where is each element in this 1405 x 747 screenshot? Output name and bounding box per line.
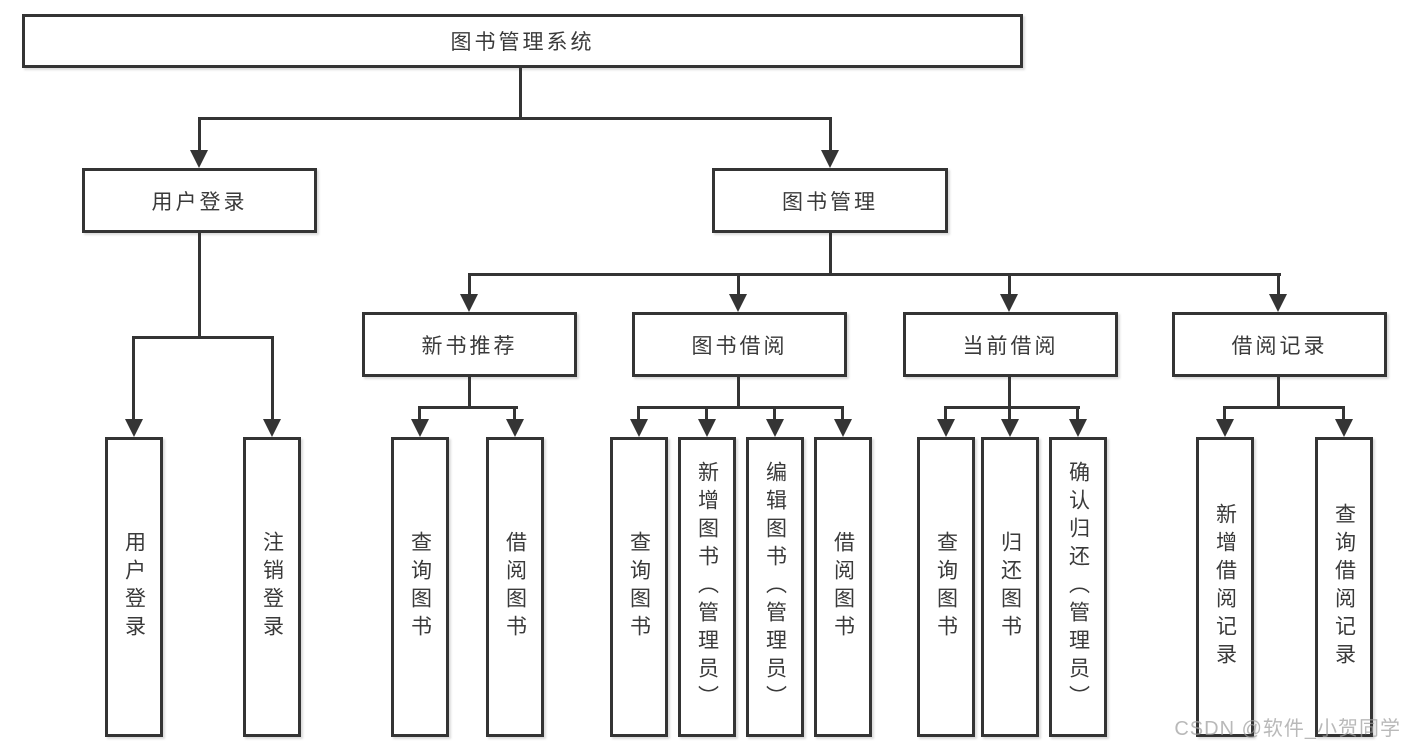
arrow-down-leaf xyxy=(698,419,716,437)
arrow-down-leaf xyxy=(1216,419,1234,437)
leaf-add-borrow-record: 新增借阅记录 xyxy=(1196,437,1254,737)
leaf-add-books-admin: 新增图书（管理员） xyxy=(678,437,736,737)
node-current-borrowing: 当前借阅 xyxy=(903,312,1118,377)
arrow-down-leaf xyxy=(630,419,648,437)
connector-user-login-rail xyxy=(132,336,274,339)
leaf-borrow-books: 借阅图书 xyxy=(814,437,872,737)
csdn-watermark: CSDN @软件_小贺同学 xyxy=(1174,718,1401,740)
arrow-down-leaf xyxy=(1069,419,1087,437)
connector-user-login-stub xyxy=(198,233,201,339)
leaf-user-login: 用户登录 xyxy=(105,437,163,737)
connector-drop-book-management xyxy=(829,117,832,153)
leaf-logout: 注销登录 xyxy=(243,437,301,737)
arrow-down-current-borrowing xyxy=(1000,294,1018,312)
arrow-down-leaf xyxy=(1335,419,1353,437)
leaf-confirm-return-admin: 确认归还（管理员） xyxy=(1049,437,1107,737)
connector-drop-leaf xyxy=(1223,406,1226,424)
connector-current-borrowing-stub xyxy=(1008,377,1011,409)
connector-drop-borrowing-records xyxy=(1277,273,1280,297)
leaf-query-books-recommend: 查询图书 xyxy=(391,437,449,737)
leaf-return-books: 归还图书 xyxy=(981,437,1039,737)
arrow-down-book-management xyxy=(821,150,839,168)
connector-level3-rail xyxy=(468,273,1281,276)
connector-recommend-rail xyxy=(418,406,518,409)
node-book-management: 图书管理 xyxy=(712,168,948,233)
arrow-down-leaf xyxy=(411,419,429,437)
node-user-login: 用户登录 xyxy=(82,168,317,233)
connector-drop-leaf xyxy=(705,406,708,424)
arrow-down-leaf xyxy=(1001,419,1019,437)
connector-root-stub xyxy=(519,68,522,120)
connector-book-borrowing-stub xyxy=(737,377,740,409)
node-borrowing-records: 借阅记录 xyxy=(1172,312,1387,377)
connector-drop-leaf xyxy=(418,406,421,424)
connector-root-rail xyxy=(198,117,832,120)
connector-drop-new-book-recommend xyxy=(468,273,471,297)
connector-drop-leaf xyxy=(637,406,640,424)
node-root-library-system: 图书管理系统 xyxy=(22,14,1023,68)
node-new-book-recommend: 新书推荐 xyxy=(362,312,577,377)
connector-drop-leaf xyxy=(841,406,844,424)
connector-drop-user-login xyxy=(198,117,201,153)
node-book-borrowing: 图书借阅 xyxy=(632,312,847,377)
arrow-down-leaf xyxy=(506,419,524,437)
arrow-down-new-book-recommend xyxy=(460,294,478,312)
arrow-down-leaf xyxy=(766,419,784,437)
connector-drop-leaf xyxy=(944,406,947,424)
connector-borrowing-records-rail xyxy=(1223,406,1345,409)
connector-drop-leaf xyxy=(1342,406,1345,424)
arrow-down-leaf xyxy=(834,419,852,437)
connector-current-borrowing-rail xyxy=(944,406,1080,409)
arrow-down-leaf-logout xyxy=(263,419,281,437)
arrow-down-user-login xyxy=(190,150,208,168)
leaf-query-books-borrow: 查询图书 xyxy=(610,437,668,737)
connector-recommend-stub xyxy=(468,377,471,409)
connector-borrowing-records-stub xyxy=(1277,377,1280,409)
connector-drop-leaf xyxy=(1008,406,1011,424)
arrow-down-book-borrowing xyxy=(729,294,747,312)
connector-drop-leaf xyxy=(1076,406,1079,424)
leaf-query-books-current: 查询图书 xyxy=(917,437,975,737)
arrow-down-leaf-user-login xyxy=(125,419,143,437)
connector-book-management-stub xyxy=(829,233,832,276)
connector-drop-leaf xyxy=(513,406,516,424)
leaf-edit-books-admin: 编辑图书（管理员） xyxy=(746,437,804,737)
arrow-down-borrowing-records xyxy=(1269,294,1287,312)
connector-drop-leaf xyxy=(773,406,776,424)
connector-drop-book-borrowing xyxy=(737,273,740,297)
leaf-query-borrow-record: 查询借阅记录 xyxy=(1315,437,1373,737)
connector-drop-leaf-user-login xyxy=(132,336,135,422)
connector-drop-leaf-logout xyxy=(271,336,274,422)
leaf-borrow-books-recommend: 借阅图书 xyxy=(486,437,544,737)
arrow-down-leaf xyxy=(937,419,955,437)
connector-drop-current-borrowing xyxy=(1008,273,1011,297)
connector-book-borrowing-rail xyxy=(637,406,844,409)
